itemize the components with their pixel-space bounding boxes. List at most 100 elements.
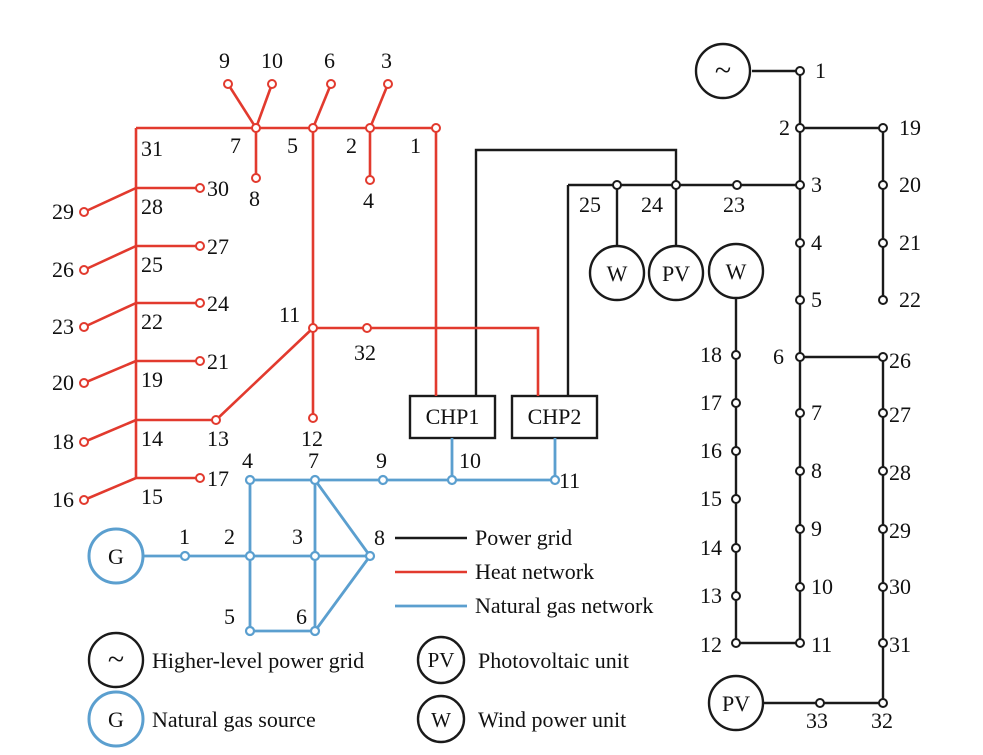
gas-node: [446, 474, 458, 486]
wind-unit-symbol: W: [726, 259, 747, 284]
heat-node-label: 24: [207, 291, 229, 316]
heat-node: [362, 323, 372, 333]
power-node: [732, 180, 742, 190]
heat-node: [365, 123, 375, 133]
power-node: [878, 466, 888, 476]
heat-node: [308, 323, 318, 333]
legend-pv-icon: [416, 635, 466, 685]
heat-node-label: 16: [52, 487, 74, 512]
power-node-label: 1: [815, 58, 826, 83]
power-node: [731, 638, 741, 648]
heat-line: [311, 83, 333, 129]
wind-unit-symbol: W: [607, 261, 628, 286]
gas-node: [244, 625, 256, 637]
gas-node-label: 7: [308, 448, 319, 473]
legend-pv-unit: Photovoltaic unit: [478, 648, 629, 673]
power-node: [795, 582, 805, 592]
power-node: [731, 398, 741, 408]
power-node-label: 22: [899, 287, 921, 312]
gas-node: [179, 550, 191, 562]
heat-node: [326, 79, 336, 89]
heat-node-label: 17: [207, 466, 229, 491]
heat-line: [83, 186, 137, 214]
gas-node-label: 6: [296, 604, 307, 629]
wind-unit-icon: [707, 242, 765, 300]
power-node-label: 11: [811, 632, 832, 657]
power-node-label: 28: [889, 460, 911, 485]
heat-node-label: 8: [249, 186, 260, 211]
heat-node-label: 22: [141, 309, 163, 334]
heat-node: [79, 265, 89, 275]
power-node: [878, 123, 888, 133]
heat-node-label: 12: [301, 426, 323, 451]
power-node: [795, 524, 805, 534]
power-node: [878, 698, 888, 708]
legend-gas-source: Natural gas source: [152, 707, 316, 732]
heat-line: [83, 418, 137, 444]
power-node: [795, 123, 805, 133]
legend-w-symbol: W: [431, 708, 451, 732]
power-node: [878, 408, 888, 418]
gas-node-label: 2: [224, 524, 235, 549]
power-node: [671, 180, 681, 190]
legend-gas-source-icon: [87, 690, 145, 748]
power-node: [612, 180, 622, 190]
gas-node: [549, 474, 561, 486]
heat-node: [308, 413, 318, 423]
legend-g-symbol: G: [108, 707, 124, 732]
heat-node-label: 2: [346, 133, 357, 158]
heat-line: [313, 326, 540, 396]
power-node: [731, 543, 741, 553]
heat-node-label: 20: [52, 370, 74, 395]
pv-unit-icon: [647, 244, 705, 302]
power-node: [795, 238, 805, 248]
power-node-label: 29: [889, 518, 911, 543]
power-node-label: 23: [723, 192, 745, 217]
gas-source-icon: [87, 527, 145, 585]
heat-node-label: 26: [52, 257, 74, 282]
power-node-label: 19: [899, 115, 921, 140]
heat-node-label: 25: [141, 252, 163, 277]
pv-unit-icon: [707, 674, 765, 732]
power-node-label: 32: [871, 708, 893, 733]
pv-unit-symbol: PV: [722, 691, 750, 716]
chp1-box: [408, 394, 497, 440]
legend-gas-network: Natural gas network: [475, 593, 653, 618]
power-node-label: 17: [700, 390, 722, 415]
gas-source-symbol: G: [108, 544, 124, 569]
heat-line: [254, 83, 274, 129]
power-node-label: 4: [811, 230, 822, 255]
heat-node: [195, 356, 205, 366]
heat-node-label: 19: [141, 367, 163, 392]
power-node-label: 31: [889, 632, 911, 657]
heat-node: [79, 207, 89, 217]
chp2-label: CHP2: [528, 404, 582, 429]
power-node: [795, 638, 805, 648]
power-node-label: 6: [773, 344, 784, 369]
heat-line: [215, 327, 314, 421]
heat-node-label: 10: [261, 48, 283, 73]
power-node-label: 2: [779, 115, 790, 140]
heat-node: [251, 173, 261, 183]
gas-line: [313, 555, 372, 632]
heat-node-label: 7: [230, 133, 241, 158]
power-node-label: 5: [811, 287, 822, 312]
power-grid: ~ W PV W PV CHP1 CHP2: [408, 42, 921, 733]
heat-node: [195, 183, 205, 193]
power-node: [795, 295, 805, 305]
heat-line: [83, 359, 137, 385]
power-node-label: 9: [811, 516, 822, 541]
power-node-label: 16: [700, 438, 722, 463]
heat-node-label: 18: [52, 429, 74, 454]
power-node: [878, 638, 888, 648]
gas-node: [309, 550, 321, 562]
power-node: [731, 350, 741, 360]
heat-node-label: 21: [207, 349, 229, 374]
power-node-label: 10: [811, 574, 833, 599]
legend-pv-symbol: PV: [428, 648, 455, 672]
gas-node: [364, 550, 376, 562]
gas-node-label: 11: [559, 468, 580, 493]
power-node-label: 3: [811, 172, 822, 197]
